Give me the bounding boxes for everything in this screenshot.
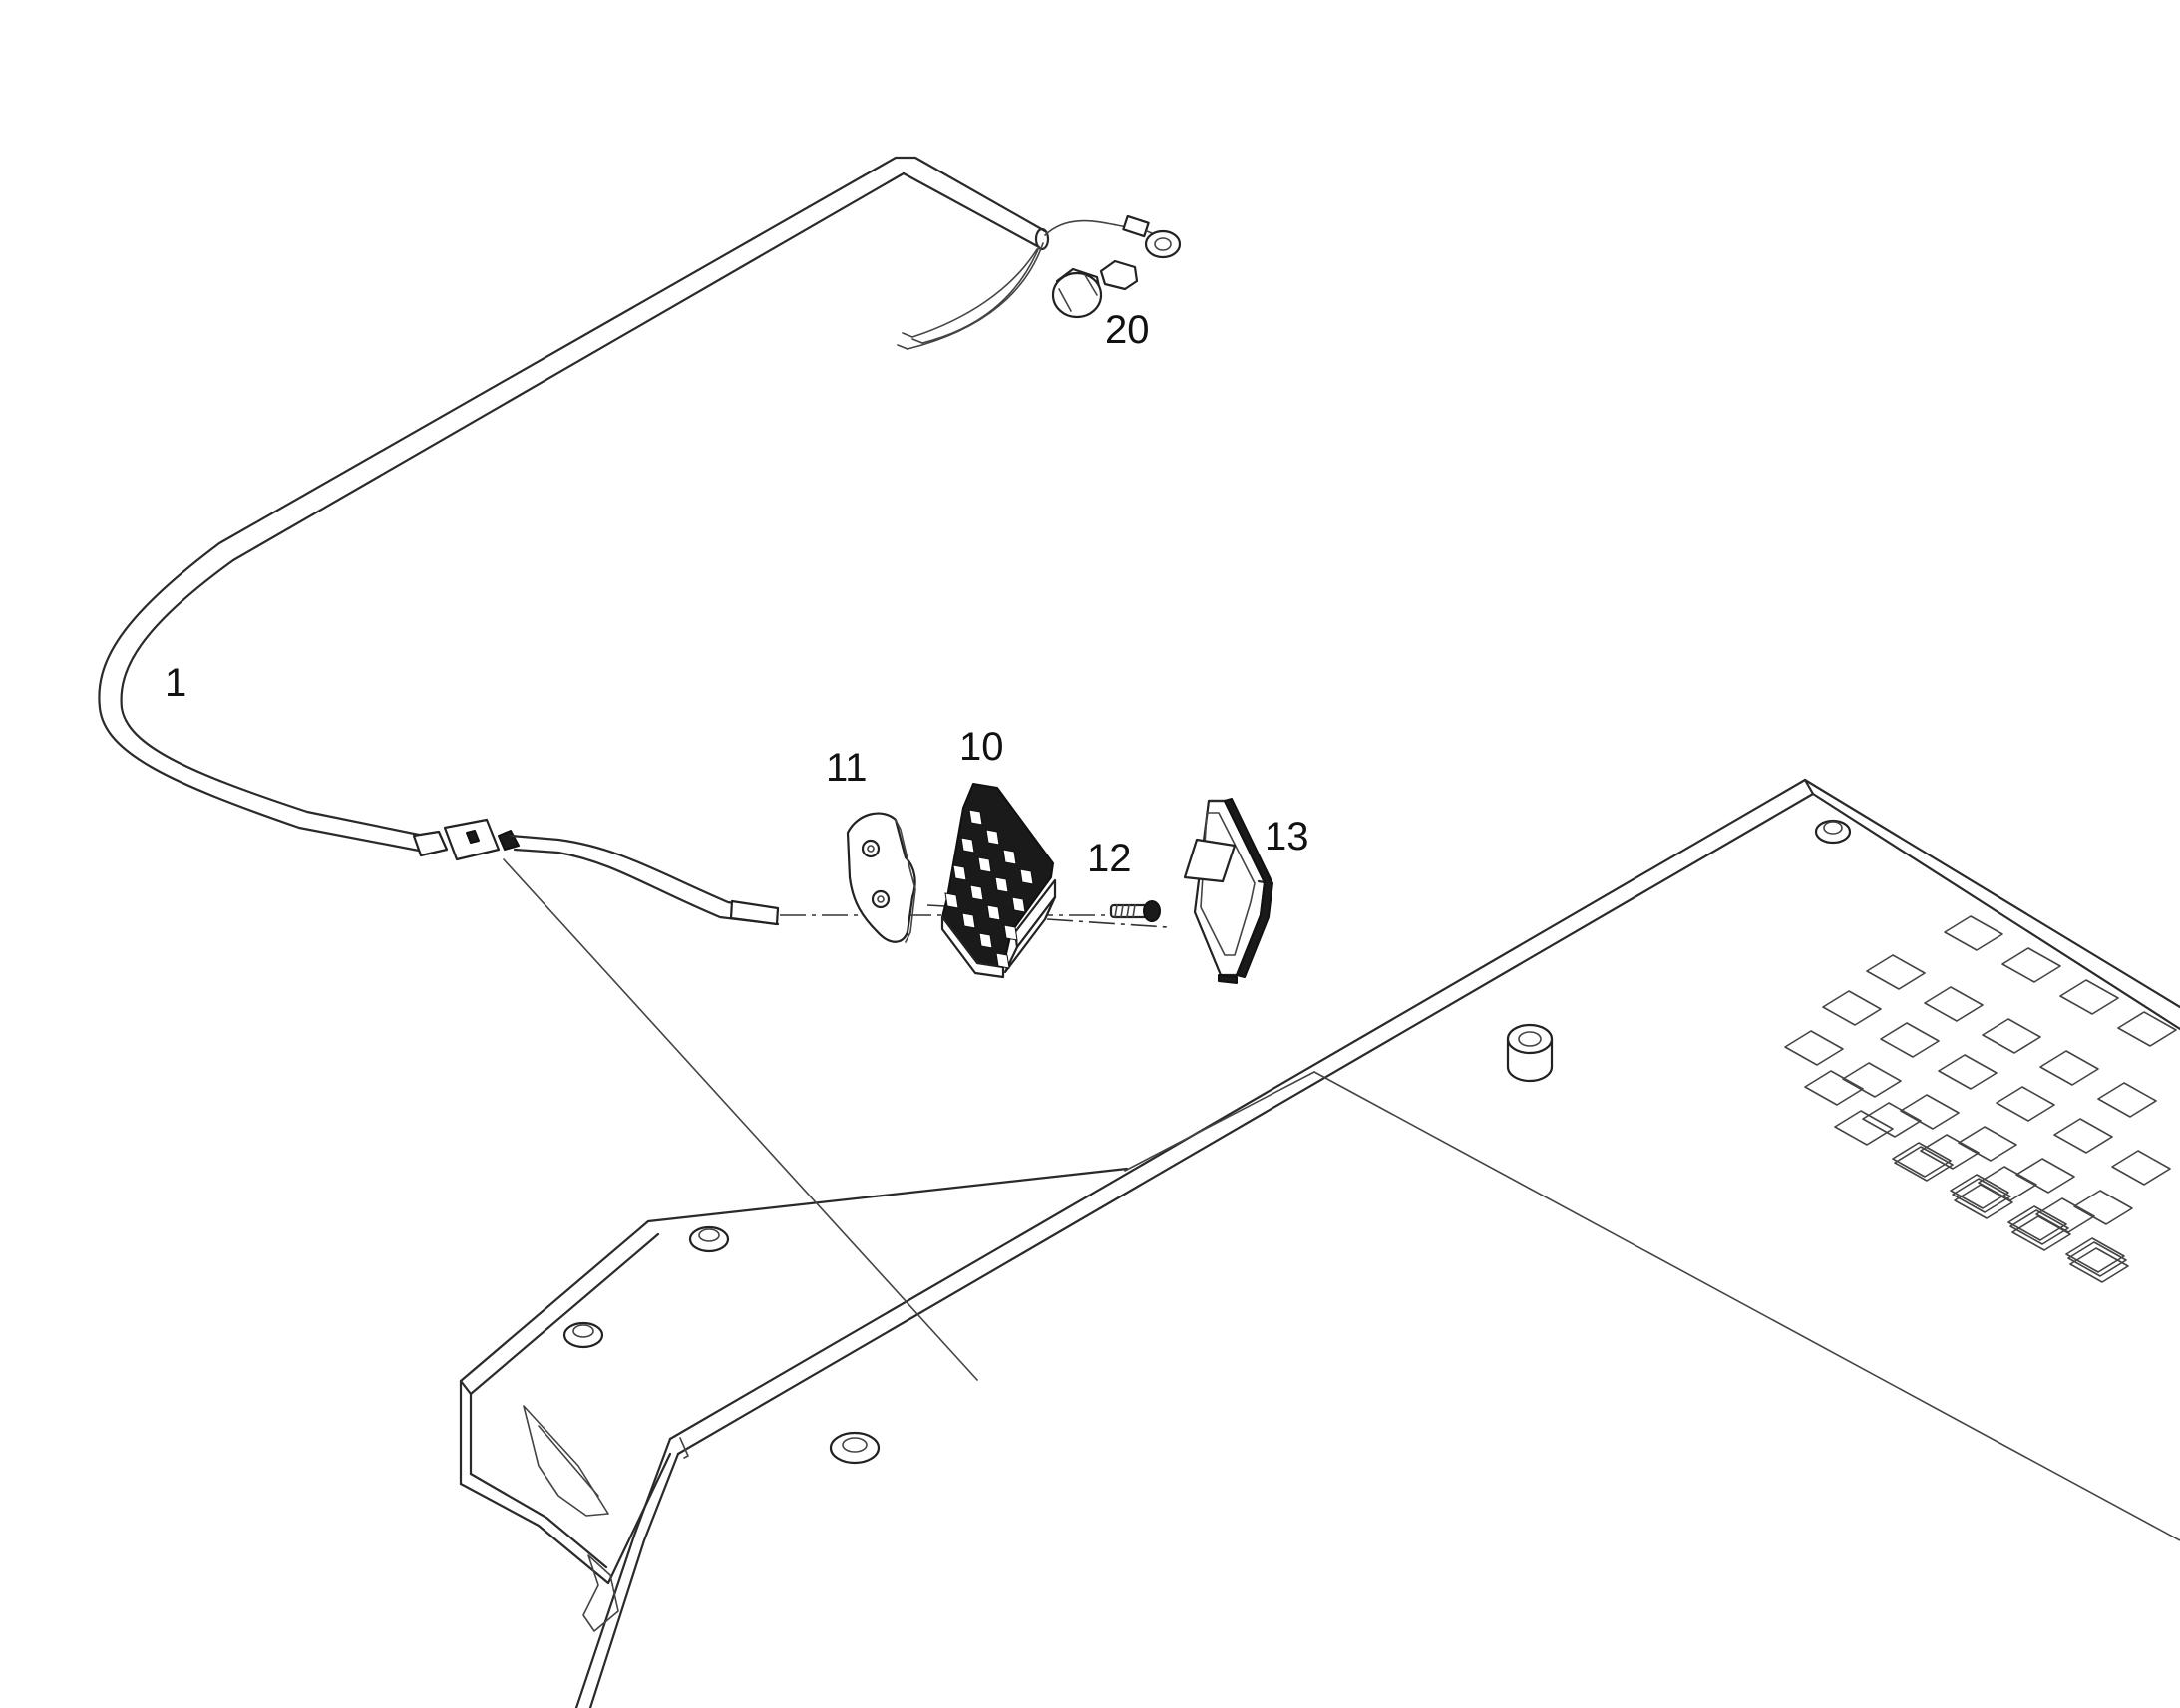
vent-opening: [1892, 1142, 1952, 1178]
gasket-plate-part-11: [846, 812, 916, 943]
vent-opening: [1842, 1062, 1902, 1098]
lamp-cell: [985, 829, 1000, 846]
lamp-cell: [944, 892, 959, 909]
lamp-grid-part-10: [940, 783, 1057, 979]
panel-nut-3: [562, 1321, 604, 1349]
vent-opening: [1996, 1086, 2055, 1122]
vent-opening: [1784, 1030, 1844, 1066]
callout-labels: 1 20 11 10 12 13: [165, 308, 1309, 880]
vent-opening: [1950, 1174, 2009, 1209]
vent-opening: [2009, 1209, 2069, 1245]
vent-opening: [2039, 1050, 2099, 1086]
lamp-cell: [1003, 924, 1018, 941]
lamp-cell: [968, 809, 983, 826]
lamp-cell: [1002, 849, 1017, 865]
callout-20: 20: [1105, 308, 1150, 352]
screw-part-12: [1109, 900, 1161, 922]
lamp-cell: [1019, 868, 1034, 885]
housing-panel: [459, 778, 2180, 1708]
panel-boss-1: [1506, 1023, 1554, 1083]
vent-opening: [2067, 1241, 2127, 1277]
vent-opening: [2111, 1150, 2171, 1186]
vent-grille: [1784, 915, 2177, 1283]
panel-boss-2: [829, 1431, 881, 1465]
vent-opening: [2015, 1158, 2075, 1194]
vent-opening: [1944, 915, 2003, 951]
vent-opening: [2053, 1118, 2113, 1154]
vent-opening: [1894, 1146, 1954, 1182]
vent-opening: [1924, 986, 1984, 1022]
vent-opening: [2065, 1237, 2125, 1273]
vent-opening: [2007, 1205, 2067, 1241]
vent-opening: [1900, 1094, 1960, 1130]
vent-opening: [1862, 1102, 1922, 1138]
vent-opening: [1958, 1126, 2017, 1162]
callout-11: 11: [826, 746, 868, 790]
vent-opening: [2001, 947, 2061, 983]
vent-opening: [2117, 1011, 2177, 1047]
vent-opening: [1952, 1178, 2011, 1213]
vent-opening: [2011, 1215, 2071, 1251]
lamp-cell: [952, 864, 967, 881]
vent-opening: [1804, 1070, 1864, 1106]
callout-13: 13: [1265, 815, 1309, 858]
vent-opening: [1920, 1134, 1980, 1170]
vent-opening: [1834, 1110, 1894, 1146]
callout-10: 10: [959, 725, 1004, 769]
vent-opening: [2059, 979, 2119, 1015]
lamp-cell: [994, 876, 1009, 893]
vent-opening: [1982, 1018, 2041, 1054]
vent-opening: [1880, 1022, 1940, 1058]
lamp-cell: [978, 932, 993, 949]
vent-opening: [1938, 1054, 1998, 1090]
lamp-cell: [986, 904, 1001, 921]
vent-opening: [1954, 1184, 2013, 1219]
vent-opening: [1866, 954, 1926, 990]
vent-opening: [2097, 1082, 2157, 1118]
housing-fasteners: [562, 819, 1852, 1465]
lamp-cell: [961, 912, 976, 929]
lamp-cell: [977, 856, 992, 873]
ground-screw-part-20: [1051, 229, 1182, 319]
vent-opening: [2069, 1247, 2129, 1283]
vent-opening: [2073, 1190, 2133, 1225]
panel-nut-2: [688, 1225, 730, 1253]
vent-opening: [1822, 990, 1882, 1026]
cable-harness: [98, 156, 1158, 1381]
lamp-cell: [960, 837, 975, 854]
callout-12: 12: [1087, 837, 1132, 880]
callout-1: 1: [165, 661, 186, 705]
lamp-cells: [944, 809, 1034, 969]
lamp-cell: [995, 952, 1010, 969]
lens-cover-part-13: [1183, 798, 1273, 984]
lamp-cell: [969, 884, 984, 901]
panel-nut-1: [1814, 819, 1852, 845]
lamp-cell: [1011, 896, 1026, 913]
